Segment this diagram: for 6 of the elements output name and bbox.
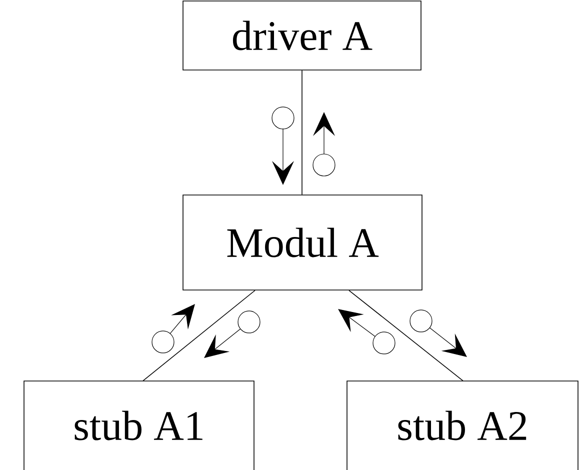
module-box: Modul A xyxy=(182,194,422,290)
module-box: stub A2 xyxy=(346,380,578,470)
connector-line xyxy=(348,290,464,382)
module-box: stub A1 xyxy=(24,380,254,470)
module-box: driver A xyxy=(182,0,422,70)
connector-line xyxy=(142,290,256,382)
